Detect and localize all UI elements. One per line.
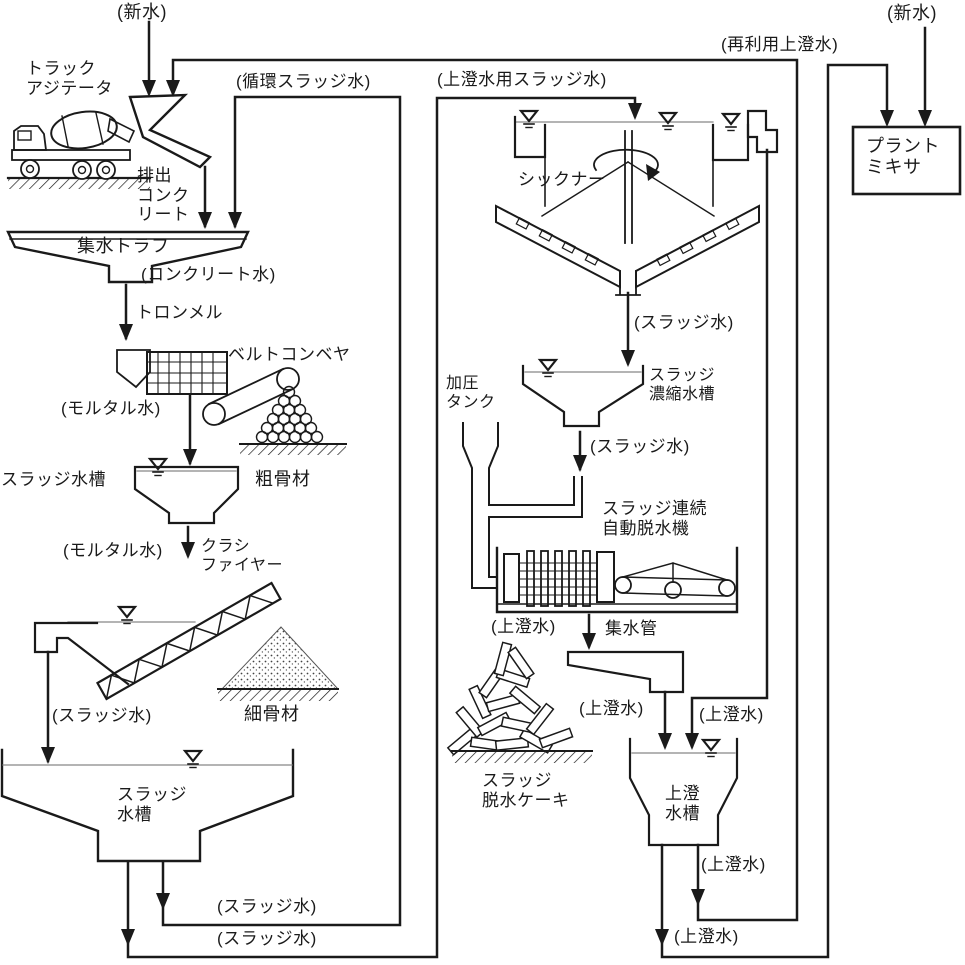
- label-discharged-concrete: 排出 コンク リート: [137, 166, 190, 225]
- label-plant-mixer: プラント ミキサ: [866, 136, 940, 177]
- label-supernatant-collector: (上澄水): [579, 699, 644, 718]
- coarse-aggregate-pile: [239, 385, 347, 455]
- label-trommel: トロンメル: [136, 303, 223, 322]
- supernatant-tank-drawing: [628, 737, 739, 847]
- truck-agitator-drawing: [6, 93, 213, 189]
- fine-aggregate-pile: [217, 626, 340, 701]
- label-sludge-water-tank-upper: スラッジ水槽: [1, 470, 106, 489]
- label-sludge-concentration-tank: スラッジ 濃縮水槽: [649, 367, 716, 403]
- arrow-heads: [41, 80, 932, 946]
- label-sludge-water-thickener-out: (スラッジ水): [634, 313, 734, 332]
- label-fine-aggregate: 細骨材: [244, 704, 300, 724]
- label-classifier: クラシ ファイヤー: [201, 538, 284, 574]
- label-belt-conveyor: ベルトコンベヤ: [228, 345, 351, 364]
- label-sludge-cake: スラッジ 脱水ケーキ: [482, 771, 570, 810]
- collecting-pipe-drawing: [566, 650, 685, 694]
- label-sludge-water-recirc: (スラッジ水): [217, 897, 317, 916]
- belt-conveyor-drawing: [202, 367, 300, 426]
- label-dewatering-machine: スラッジ連続 自動脱水機: [602, 499, 707, 538]
- label-supernatant-out-left: (上澄水): [674, 927, 739, 946]
- label-sludge-water-tank-lower: スラッジ 水槽: [117, 785, 187, 824]
- pressure-tank-piping-drawing: [462, 422, 583, 589]
- label-reused-supernatant-water: (再利用上澄水): [721, 35, 839, 54]
- label-coarse-aggregate: 粗骨材: [255, 469, 311, 489]
- label-fresh-water-left: (新水): [117, 2, 167, 22]
- sludge-tank-lower-drawing: [0, 748, 295, 863]
- collecting-trough-drawing: [6, 230, 250, 284]
- trommel-drawing: [116, 349, 228, 395]
- label-sludge-water-concentrated: (スラッジ水): [590, 437, 690, 456]
- sludge-tank-upper-drawing: [133, 457, 240, 525]
- label-collecting-pipe: 集水管: [605, 619, 658, 638]
- label-supernatant-press: (上澄水): [491, 617, 556, 636]
- label-circulating-sludge-water: (循環スラッジ水): [236, 72, 371, 91]
- plant-mixer-box: [851, 125, 962, 196]
- label-truck-agitator: トラック アジテータ: [26, 59, 113, 98]
- label-pressure-tank: 加圧 タンク: [446, 375, 496, 411]
- sludge-cake-pile: [446, 641, 593, 763]
- label-mortar-water-upper: (モルタル水): [61, 399, 161, 418]
- dewatering-machine-drawing: [495, 546, 739, 614]
- thickener-drawing: [495, 109, 779, 296]
- label-thickener: シックナー: [518, 170, 606, 189]
- label-sludge-water-classifier: (スラッジ水): [52, 706, 152, 725]
- label-mortar-water-lower: (モルタル水): [63, 541, 163, 560]
- classifier-drawing: [33, 581, 282, 701]
- label-fresh-water-right: (新水): [887, 3, 937, 23]
- label-sludge-water-for-supernatant: (上澄水用スラッジ水): [437, 70, 607, 89]
- discharge-chute: [128, 93, 213, 169]
- label-supernatant-out-right: (上澄水): [701, 855, 766, 874]
- label-concrete-water: (コンクリート水): [141, 265, 276, 284]
- label-sludge-water-to-thickener: (スラッジ水): [217, 929, 317, 948]
- label-collecting-trough: 集水トラフ: [77, 236, 170, 256]
- sludge-concentration-tank-drawing: [521, 358, 645, 428]
- label-supernatant-overflow: (上澄水): [699, 705, 764, 724]
- label-supernatant-tank: 上澄 水槽: [665, 784, 700, 823]
